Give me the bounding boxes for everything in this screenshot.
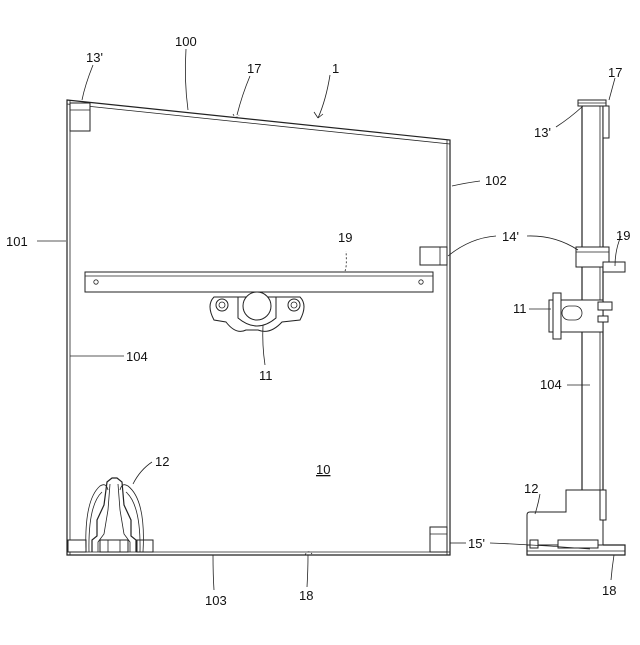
label-19-side: 19 [616, 228, 630, 243]
label-102: 102 [485, 173, 507, 188]
label-12-front: 12 [155, 454, 169, 469]
corner-block-top-left [70, 103, 90, 131]
clip-12-front [68, 478, 153, 552]
label-18-front: 18 [299, 588, 313, 603]
label-10: 10 [316, 462, 330, 477]
label-12-side: 12 [524, 481, 538, 496]
label-11-front: 11 [259, 368, 273, 383]
label-17-front: 17 [247, 61, 261, 76]
label-15: 15' [468, 536, 485, 551]
label-1: 1 [332, 61, 339, 76]
label-11-side: 11 [513, 301, 527, 316]
horizontal-bar-19 [85, 251, 433, 292]
label-18-side: 18 [602, 583, 616, 598]
mark-17-front [233, 114, 239, 117]
label-17-side: 17 [608, 65, 622, 80]
corner-block-bottom-right [430, 527, 447, 552]
label-14: 14' [502, 229, 519, 244]
label-104-side: 104 [540, 377, 562, 392]
label-13-side: 13' [534, 125, 551, 140]
label-100: 100 [175, 34, 197, 49]
side-block-14 [420, 247, 447, 265]
label-103: 103 [205, 593, 227, 608]
side-view [527, 100, 625, 555]
label-104-front: 104 [126, 349, 148, 364]
label-101: 101 [6, 234, 28, 249]
bracket-11-front [210, 292, 304, 331]
label-13-front: 13' [86, 50, 103, 65]
label-19-front: 19 [338, 230, 352, 245]
